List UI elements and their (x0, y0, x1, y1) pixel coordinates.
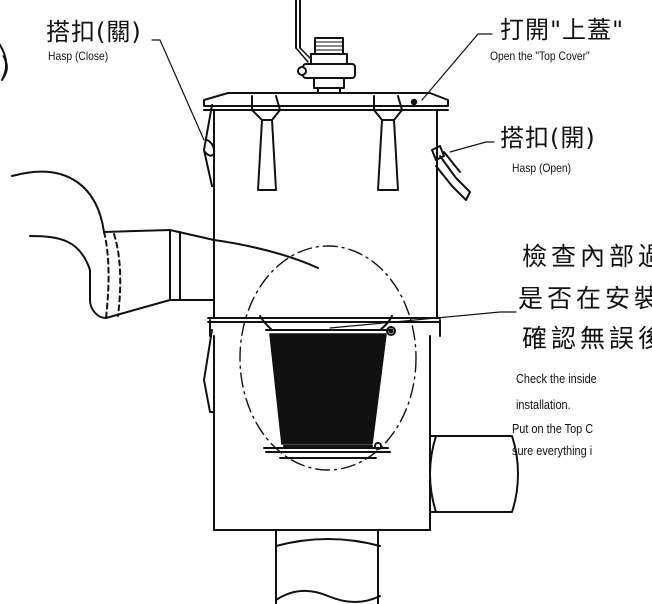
left-edge-fragment: ) (0, 52, 11, 82)
hasp-top-clips (251, 95, 403, 191)
note-en-line-4: sure everything i (512, 443, 593, 458)
upper-canister (207, 109, 441, 323)
note-en-line-1: Check the inside (516, 371, 597, 386)
valve-assembly (297, 37, 356, 97)
note-en-line-2: installation. (516, 397, 571, 412)
leader-lines (151, 33, 517, 329)
hasp-open-right (431, 145, 471, 201)
top-cover-zh-label: 打開"上蓋" (500, 16, 625, 44)
hasp-open-zh-label: 搭扣(開) (500, 124, 596, 152)
inlet-pipe (11, 170, 319, 319)
outlet-pipe (429, 435, 519, 513)
hasp-closed-left (203, 104, 216, 187)
filter-basket (263, 329, 393, 450)
bottom-pipe (275, 529, 381, 604)
hasp-close-zh-label: 搭扣(關) (46, 18, 142, 46)
note-zh-line-3: 確認無誤後 (522, 324, 652, 353)
note-zh-line-1: 檢查內部過 (522, 242, 652, 271)
top-cover (203, 92, 449, 111)
hasp-open-en-label: Hasp (Open) (512, 161, 572, 175)
hasp-close-en-label: Hasp (Close) (48, 49, 109, 63)
detail-circle (239, 245, 417, 471)
top-cover-en-label: Open the "Top Cover" (490, 49, 590, 63)
note-en-line-3: Put on the Top C (512, 421, 594, 436)
note-zh-line-2: 是否在安裝 (518, 284, 652, 313)
top-cable (295, 0, 313, 63)
